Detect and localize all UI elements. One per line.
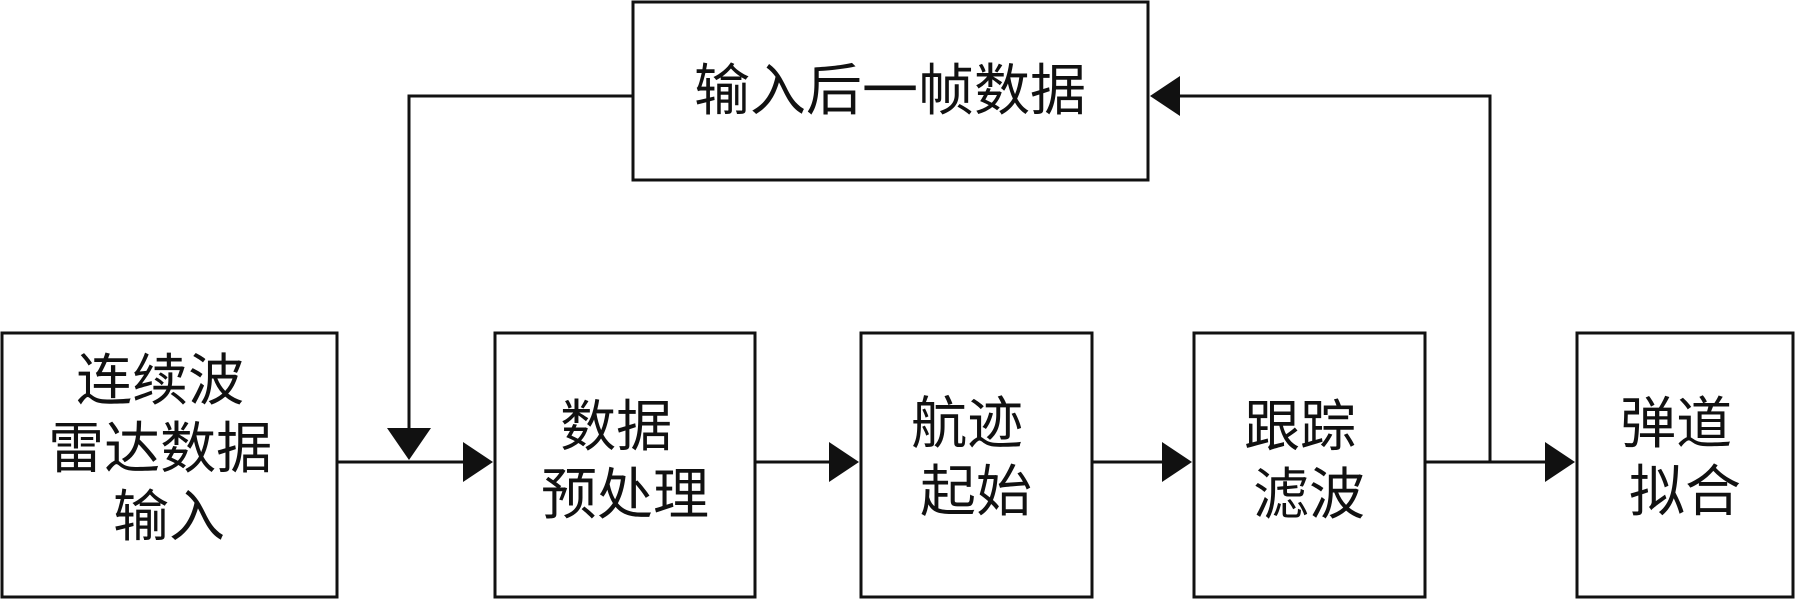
trajectory-label-line-1: 弹道 (1620, 392, 1732, 457)
filter-label: 跟踪 滤波 (1244, 395, 1374, 528)
track-init-label: 航迹 起始 (911, 392, 1041, 525)
connector-feedback-up (1180, 94, 1492, 462)
input-label: 连续波 雷达数据 输入 (48, 349, 290, 550)
arrowhead-trajectory (1545, 442, 1575, 482)
connector-feedback-down (407, 94, 633, 428)
feedback-label-line-1: 输入后一帧数据 (694, 59, 1086, 124)
feedback-label: 输入后一帧数据 (694, 59, 1086, 124)
arrowhead-preprocess (463, 442, 493, 482)
arrowhead-feedback-box (1150, 76, 1180, 116)
trajectory-label-line-2: 拟合 (1629, 460, 1741, 525)
track-init-label-line-2: 起始 (920, 460, 1032, 525)
track-init-box (859, 331, 1094, 599)
arrowhead-filter (1162, 442, 1192, 482)
filter-box (1192, 331, 1427, 599)
track-init-label-line-1: 航迹 (911, 392, 1023, 457)
preprocess-label-line-1: 数据 (560, 395, 672, 460)
input-label-line-1: 连续波 (76, 349, 244, 414)
input-label-line-2: 雷达数据 (48, 417, 272, 482)
trajectory-box (1575, 331, 1795, 599)
preprocess-label-line-2: 预处理 (541, 463, 709, 528)
trajectory-label: 弹道 拟合 (1620, 392, 1750, 525)
arrowhead-track-init (829, 442, 859, 482)
feedback-box (631, 0, 1150, 182)
filter-label-line-1: 跟踪 (1244, 395, 1356, 460)
filter-label-line-2: 滤波 (1253, 463, 1365, 528)
arrowhead-merge-down (387, 428, 431, 460)
preprocess-label: 数据 预处理 (541, 395, 709, 528)
input-label-line-3: 输入 (113, 485, 225, 550)
input-box (0, 331, 339, 599)
preprocess-box (493, 331, 757, 599)
